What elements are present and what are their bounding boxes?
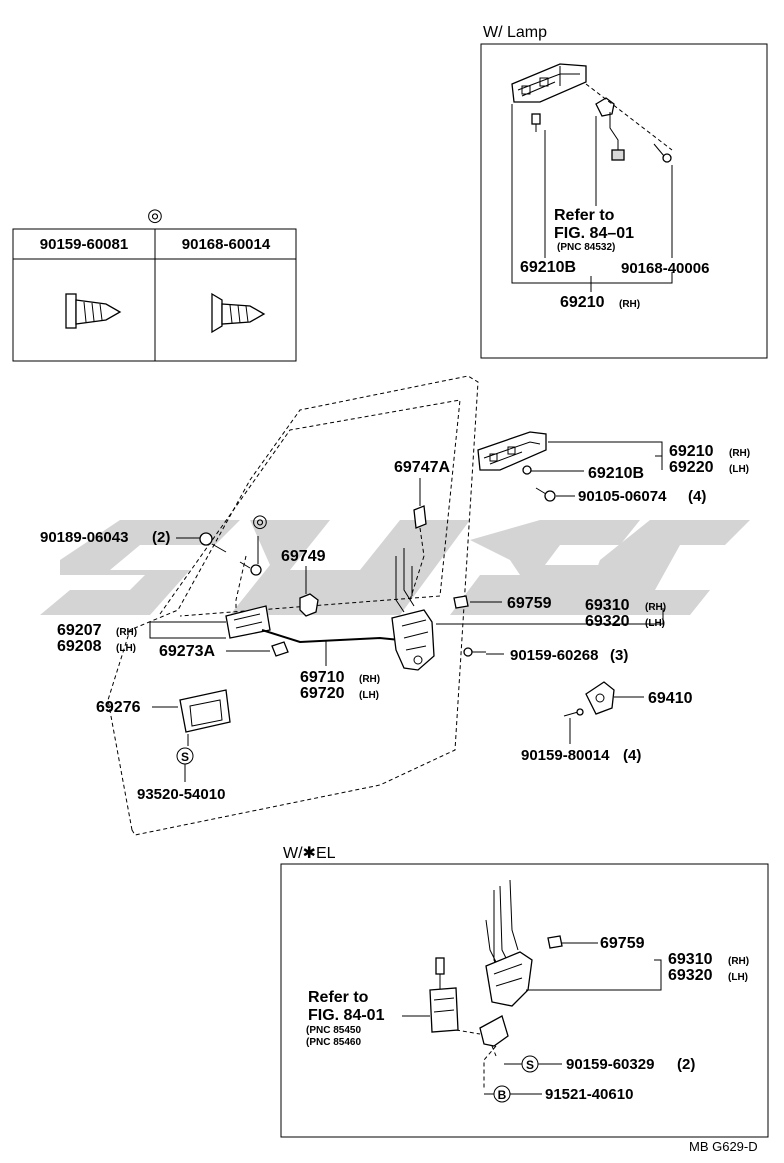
screw-90189 xyxy=(199,532,227,553)
lamp-section-title: W/ Lamp xyxy=(483,24,547,41)
label-69207: 69207 xyxy=(57,622,102,639)
label-69210: 69210 xyxy=(669,443,714,460)
el-section-frame xyxy=(280,863,769,1138)
el-label-90159-60329: 90159-60329 xyxy=(566,1056,654,1073)
lamp-screw-right xyxy=(653,143,672,163)
label-90189-qty: (2) xyxy=(152,529,170,546)
label-69720: 69720 xyxy=(300,685,345,702)
rod-clip-69747a xyxy=(413,478,427,529)
lamp-rod-part xyxy=(595,97,625,161)
clip-69759 xyxy=(453,595,469,609)
label-69320: 69320 xyxy=(585,613,630,630)
screw-90159-60268 xyxy=(463,647,486,657)
label-69759: 69759 xyxy=(507,595,552,612)
lamp-screw-bolt xyxy=(531,113,541,132)
lamp-part-69210-rh: (RH) xyxy=(619,299,640,310)
handle-screw xyxy=(535,487,556,502)
lamp-section-frame xyxy=(480,43,768,359)
el-refer-fig: FIG. 84-01 xyxy=(308,1007,385,1024)
label-69210b: 69210B xyxy=(588,465,644,482)
label-69220: 69220 xyxy=(669,459,714,476)
label-69273a: 69273A xyxy=(159,643,215,660)
outside-door-handle xyxy=(477,431,547,471)
label-69720-lh: (LH) xyxy=(359,690,379,701)
label-69747a: 69747A xyxy=(394,459,450,476)
el-clip-69759 xyxy=(547,935,563,949)
screw-clip-main xyxy=(239,561,262,576)
lamp-refer-fig: FIG. 84–01 xyxy=(554,225,634,242)
bezel-69276 xyxy=(179,689,231,733)
label-90105-06074: 90105-06074 xyxy=(578,488,667,505)
label-69749: 69749 xyxy=(281,548,326,565)
el-label-69759: 69759 xyxy=(600,935,645,952)
label-90159-80014: 90159-80014 xyxy=(521,747,610,764)
el-section-title: W/✱EL xyxy=(283,845,336,862)
door-lock-actuator xyxy=(429,957,459,1033)
label-69310-rh: (RH) xyxy=(645,602,666,613)
clip-60081-icon xyxy=(65,293,122,329)
el-bracket xyxy=(479,1015,509,1047)
link-rod-69710 xyxy=(261,629,401,644)
screw-90159-80014 xyxy=(563,708,584,717)
label-90159-60268-qty: (3) xyxy=(610,647,628,664)
lamp-door-handle xyxy=(511,63,587,103)
label-90189-06043: 90189-06043 xyxy=(40,529,128,546)
el-label-91521-40610: 91521-40610 xyxy=(545,1086,633,1103)
el-label-69310-rh: (RH) xyxy=(728,956,749,967)
symbol-s-main-icon: S xyxy=(181,750,189,764)
label-93520-54010: 93520-54010 xyxy=(137,786,225,803)
label-90159-60268: 90159-60268 xyxy=(510,647,598,664)
fastener-symbol-main-icon: ◎ xyxy=(252,511,268,531)
lamp-part-69210b: 69210B xyxy=(520,259,576,276)
el-latch-assembly xyxy=(485,879,533,1007)
label-69220-lh: (LH) xyxy=(729,464,749,475)
lamp-part-69210: 69210 xyxy=(560,294,605,311)
el-label-90159-60329-qty: (2) xyxy=(677,1056,695,1073)
striker-69410 xyxy=(585,681,615,715)
watermark-logo xyxy=(40,520,750,615)
el-refer-text: Refer to xyxy=(308,989,369,1006)
clip-69749 xyxy=(299,593,319,617)
el-refer-pnc2: (PNC 85460 xyxy=(306,1037,361,1048)
clip-60014-icon xyxy=(211,292,266,334)
label-69207-rh: (RH) xyxy=(116,627,137,638)
label-69410: 69410 xyxy=(648,690,693,707)
inside-handle-69207 xyxy=(225,605,271,639)
figure-code: MB G629-D xyxy=(689,1139,758,1154)
el-refer-pnc1: (PNC 85450 xyxy=(306,1025,361,1036)
label-69710: 69710 xyxy=(300,669,345,686)
lamp-refer-text: Refer to xyxy=(554,207,615,224)
label-69710-rh: (RH) xyxy=(359,674,380,685)
label-69320-lh: (LH) xyxy=(645,618,665,629)
door-outline xyxy=(107,375,479,836)
label-69276: 69276 xyxy=(96,699,141,716)
lamp-refer-pnc: (PNC 84532) xyxy=(557,242,615,253)
fastener-symbol-icon: ◎ xyxy=(147,205,163,225)
clip-69273a xyxy=(271,641,289,657)
label-69208-lh: (LH) xyxy=(116,643,136,654)
lamp-part-90168-40006: 90168-40006 xyxy=(621,260,709,277)
el-label-69320-lh: (LH) xyxy=(728,972,748,983)
symbol-s-el-icon: S xyxy=(526,1058,534,1072)
symbol-b-el-icon: B xyxy=(498,1088,507,1102)
el-label-69310: 69310 xyxy=(668,951,713,968)
fastener-col1-header: 90159-60081 xyxy=(40,236,128,253)
label-90159-80014-qty: (4) xyxy=(623,747,641,764)
label-69210-rh: (RH) xyxy=(729,448,750,459)
el-label-69320: 69320 xyxy=(668,967,713,984)
fastener-col2-header: 90168-60014 xyxy=(182,236,271,253)
label-90105-qty: (4) xyxy=(688,488,706,505)
door-latch-assembly xyxy=(391,548,435,671)
label-69208: 69208 xyxy=(57,638,102,655)
label-69310: 69310 xyxy=(585,597,630,614)
